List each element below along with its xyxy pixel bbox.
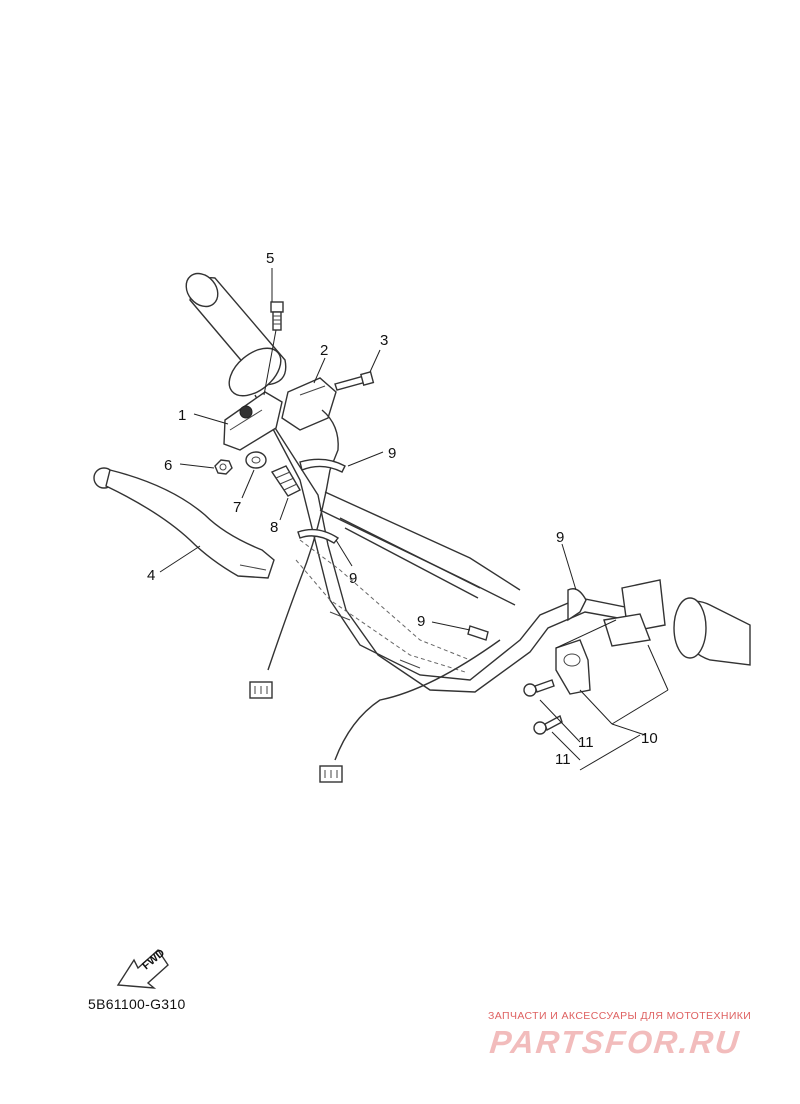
callout-labels: 1 2 3 4 5 6 7 8 9 9 9 9 10 11 11 xyxy=(147,250,658,768)
callout-11-a: 11 xyxy=(578,734,594,751)
watermark-logo: PARTSFOR.RU xyxy=(488,1024,743,1060)
washer-part-7 xyxy=(245,451,267,469)
watermark-tagline: ЗАПЧАСТИ И АКСЕССУАРЫ ДЛЯ МОТОТЕХНИКИ xyxy=(488,1010,752,1022)
lever-part-4 xyxy=(93,467,275,579)
callout-6: 6 xyxy=(164,457,172,474)
nut-part-6 xyxy=(214,459,233,475)
callout-1: 1 xyxy=(178,407,186,424)
callout-8: 8 xyxy=(270,519,278,536)
callout-9-a: 9 xyxy=(388,445,396,462)
right-grip xyxy=(621,579,751,666)
callout-9-d: 9 xyxy=(556,529,564,546)
bolt-part-5 xyxy=(270,301,284,331)
throttle-housing-part-10 xyxy=(555,613,651,695)
callout-2: 2 xyxy=(320,342,328,359)
callout-10: 10 xyxy=(641,730,658,747)
callout-5: 5 xyxy=(266,250,274,267)
callout-11-b: 11 xyxy=(555,751,571,768)
switch-part-2 xyxy=(281,377,339,471)
left-grip xyxy=(185,272,287,397)
callout-9-b: 9 xyxy=(349,570,357,587)
handlebar xyxy=(254,394,641,693)
left-wire-harness xyxy=(249,469,331,699)
leader-lines xyxy=(159,268,669,771)
adjuster-part-8 xyxy=(270,465,301,497)
screw-part-3 xyxy=(334,371,375,391)
callout-7: 7 xyxy=(233,499,241,516)
callout-4: 4 xyxy=(147,567,155,584)
callout-3: 3 xyxy=(380,332,388,349)
wire-clamps-part-9 xyxy=(297,458,587,641)
screws-part-11 xyxy=(523,679,563,735)
callout-9-c: 9 xyxy=(417,613,425,630)
lever-holder-part-1 xyxy=(223,391,283,451)
right-wire-harness xyxy=(319,639,501,783)
diagram-code: 5B61100-G310 xyxy=(88,996,186,1012)
fwd-arrow-icon: FWD xyxy=(116,947,169,989)
